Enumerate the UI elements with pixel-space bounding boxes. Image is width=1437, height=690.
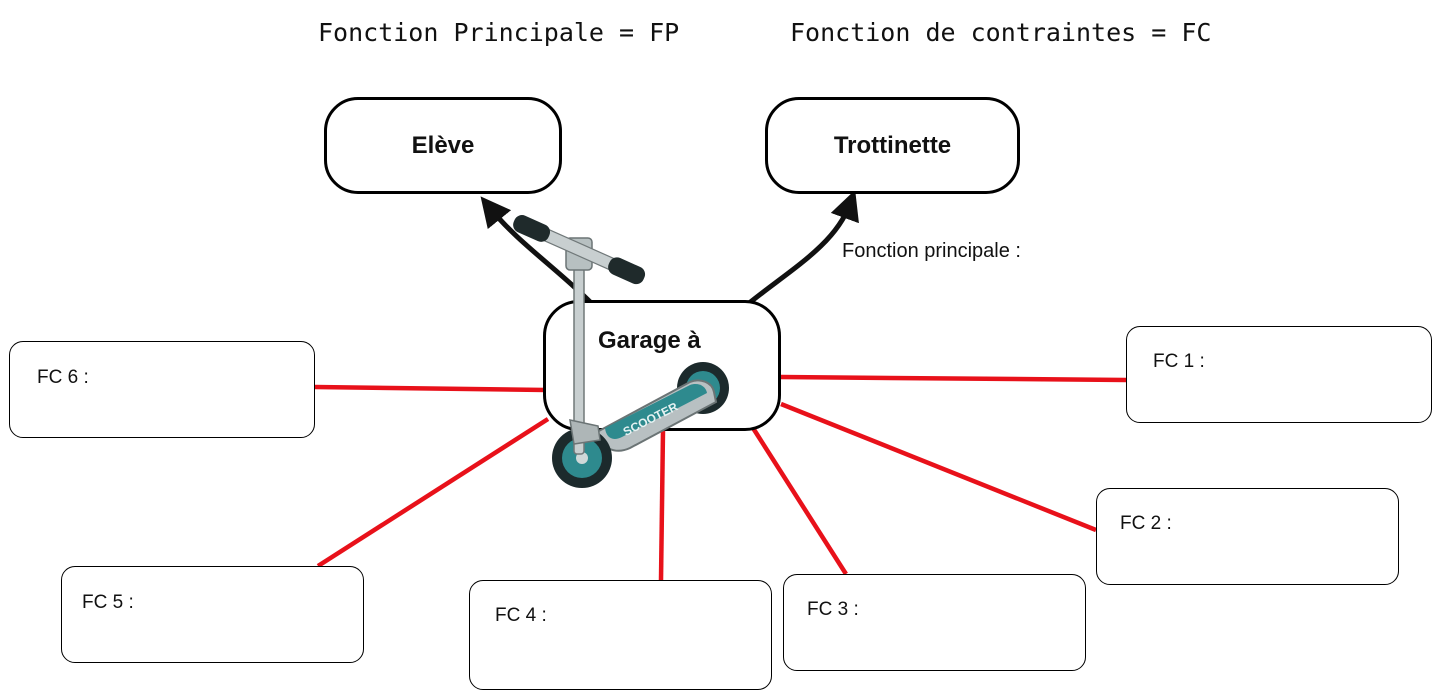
fc-label-6: FC 6 : xyxy=(37,367,89,388)
main-function-caption: Fonction principale : xyxy=(842,240,1021,262)
node-trottinette-label: Trottinette xyxy=(833,131,952,159)
fc-box-2: FC 2 : xyxy=(1096,488,1399,585)
connector-fc6 xyxy=(314,384,547,393)
connector-fc1 xyxy=(780,374,1127,383)
legend-main-function: Fonction Principale = FP xyxy=(318,18,680,47)
fc-label-2: FC 2 : xyxy=(1120,513,1172,534)
connector-fc3 xyxy=(751,426,848,576)
arrow-to-trottinette xyxy=(746,189,859,306)
fc-label-3: FC 3 : xyxy=(807,599,859,620)
fc-label-5: FC 5 : xyxy=(82,592,134,613)
fc-box-5: FC 5 : xyxy=(61,566,364,663)
connector-fc4 xyxy=(658,429,666,581)
fc-box-3: FC 3 : xyxy=(783,574,1086,671)
fc-label-1: FC 1 : xyxy=(1153,351,1205,372)
legend-constraint-function: Fonction de contraintes = FC xyxy=(790,18,1212,47)
arrow-to-eleve xyxy=(480,196,602,314)
node-eleve-label: Elève xyxy=(411,131,475,159)
connector-fc2 xyxy=(780,401,1097,533)
node-trottinette: Trottinette xyxy=(765,97,1020,194)
fc-box-6: FC 6 : xyxy=(9,341,315,438)
fc-label-4: FC 4 : xyxy=(495,605,547,626)
connector-fc5 xyxy=(316,417,550,568)
node-garage: Garage à xyxy=(543,300,781,431)
node-eleve: Elève xyxy=(324,97,562,194)
node-garage-label: Garage à xyxy=(598,327,701,354)
fc-box-1: FC 1 : xyxy=(1126,326,1432,423)
